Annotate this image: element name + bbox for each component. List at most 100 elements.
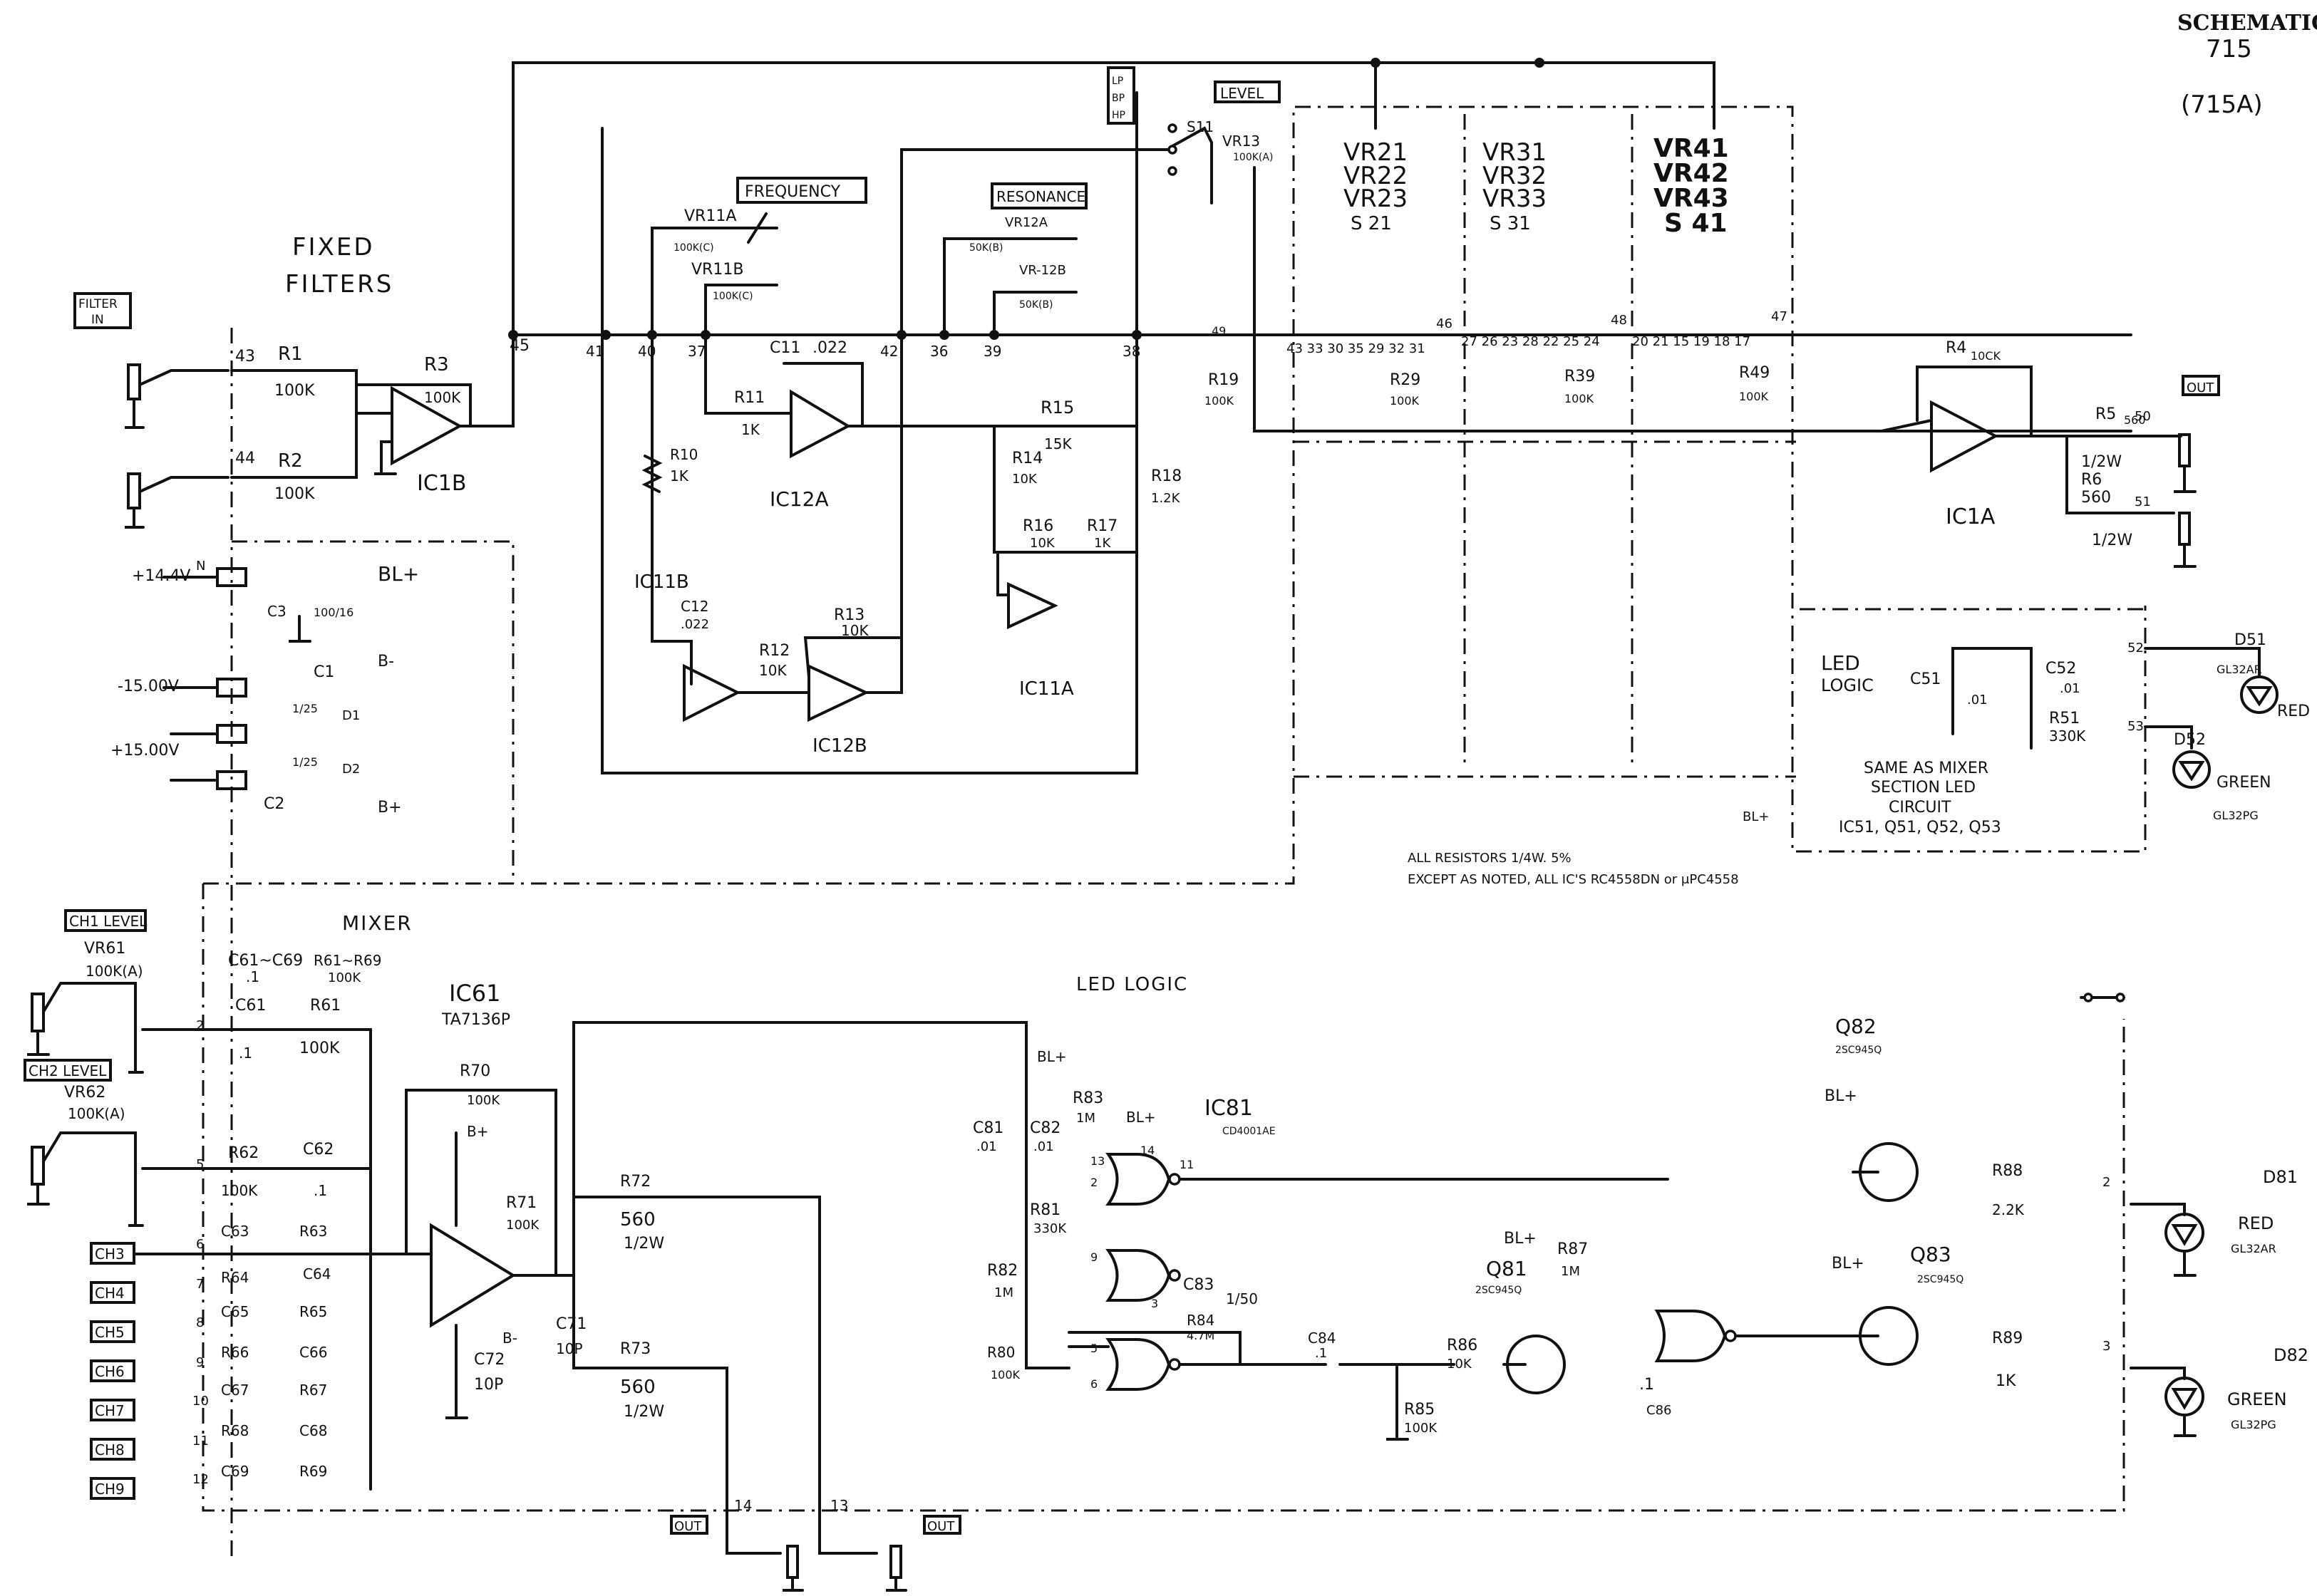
vr41-label: VR41 xyxy=(1653,134,1729,163)
ic1a-label: IC1A xyxy=(1946,504,1996,529)
d51-part: GL32AR xyxy=(2217,663,2262,676)
r1-label: R1 xyxy=(278,343,303,365)
pin-52: 52 xyxy=(2127,641,2144,656)
c52-value: .01 xyxy=(2060,681,2080,696)
r71-label: R71 xyxy=(506,1194,537,1212)
ch2-level-box xyxy=(24,1059,112,1082)
ic81-pin-6: 6 xyxy=(1090,1377,1098,1391)
r17-label: R17 xyxy=(1087,517,1118,535)
vr11b-label: VR11B xyxy=(691,261,743,279)
c72-value: 10P xyxy=(474,1376,503,1394)
c81-value: .01 xyxy=(976,1139,997,1154)
c65-label: C65 xyxy=(221,1303,249,1320)
r6-wattage: 1/2W xyxy=(2092,532,2132,549)
filter-in-box xyxy=(73,292,132,329)
vr12b-label: VR-12B xyxy=(1019,263,1066,278)
led-same-note-4: IC51, Q51, Q52, Q53 xyxy=(1839,819,2001,836)
ch9-box xyxy=(90,1477,135,1500)
supply-p15v: +15.00V xyxy=(110,742,179,760)
c63-label: C63 xyxy=(221,1223,249,1240)
s31-label: S 31 xyxy=(1490,213,1531,234)
r10-label: R10 xyxy=(670,446,698,463)
r12-label: R12 xyxy=(759,642,790,660)
r16-label: R16 xyxy=(1023,517,1053,535)
r67-label: R67 xyxy=(299,1382,327,1399)
r70-label: R70 xyxy=(460,1062,490,1080)
pin-50: 50 xyxy=(2135,409,2151,424)
ch8-label: CH8 xyxy=(95,1441,125,1458)
filter-in-label-2: IN xyxy=(91,313,104,327)
mixer-input-jacks xyxy=(27,982,144,1227)
c86-label: C86 xyxy=(1646,1403,1671,1418)
pin-53: 53 xyxy=(2127,719,2144,734)
ic1a-opamp xyxy=(1930,400,1999,473)
schematic-title: SCHEMATIC xyxy=(2177,11,2317,36)
q81-label: Q81 xyxy=(1486,1257,1527,1280)
pin-8-mixer: 8 xyxy=(196,1315,204,1330)
led-logic-label: LED LOGIC xyxy=(1076,974,1188,995)
vr62-value: 100K(A) xyxy=(68,1105,125,1122)
c3-label: C3 xyxy=(267,603,287,620)
r84-label: R84 xyxy=(1187,1312,1214,1329)
c3-value: 100/16 xyxy=(314,606,354,619)
c11-label: C11 xyxy=(770,339,800,357)
c69-label: C69 xyxy=(221,1463,249,1480)
pin-43: 43 xyxy=(235,348,255,366)
pin-39: 39 xyxy=(984,343,1001,360)
r39-value: 100K xyxy=(1564,392,1594,405)
pin-44: 44 xyxy=(235,450,255,467)
r80-value: 100K xyxy=(991,1368,1021,1382)
r83-value: 1M xyxy=(1076,1111,1095,1126)
out-box-top xyxy=(2182,375,2220,396)
r85-value: 100K xyxy=(1404,1421,1438,1436)
supply-bl: BL+ xyxy=(378,562,419,586)
r10-value: 1K xyxy=(670,467,689,484)
ic61-part: TA7136P xyxy=(441,1011,510,1029)
led-same-note-1: SAME AS MIXER xyxy=(1864,760,1988,777)
ic81-pin-14: 14 xyxy=(1140,1144,1155,1157)
c61-range-value: .1 xyxy=(246,968,259,985)
level-box xyxy=(1214,81,1281,103)
r86-value: 10K xyxy=(1447,1357,1472,1372)
led-logic-right-label-1: LED xyxy=(1821,651,1860,675)
r61-label: R61 xyxy=(310,997,341,1015)
model-number: 715 xyxy=(2206,35,2252,63)
bus-pins-1: 43 33 30 35 29 32 31 xyxy=(1286,341,1425,356)
r83-label: R83 xyxy=(1073,1089,1103,1107)
c12-label: C12 xyxy=(681,598,708,615)
pin-9-mixer: 9 xyxy=(196,1355,204,1370)
switch-right xyxy=(2080,993,2125,1002)
ch8-box xyxy=(90,1438,135,1461)
channel-inputs: CH3 CH4 CH5 CH6 CH7 CH8 CH9 xyxy=(90,1242,372,1500)
q82-label: Q82 xyxy=(1835,1015,1877,1038)
r87-label: R87 xyxy=(1557,1240,1588,1258)
s41-label: S 41 xyxy=(1664,209,1728,238)
level-label: LEVEL xyxy=(1220,85,1264,102)
d82-pin-3: 3 xyxy=(2102,1339,2110,1354)
pin-42: 42 xyxy=(880,343,898,360)
vr61-label: VR61 xyxy=(84,940,125,958)
d81-part: GL32AR xyxy=(2231,1242,2276,1255)
r39-label: R39 xyxy=(1564,368,1595,385)
r2-label: R2 xyxy=(278,450,303,472)
c61-value: .1 xyxy=(239,1045,252,1062)
vr62-label: VR62 xyxy=(64,1084,105,1102)
out-box-left xyxy=(670,1515,708,1535)
lp-bp-hp-box xyxy=(1107,66,1135,125)
pin-45: 45 xyxy=(510,337,530,355)
ic81-label: IC81 xyxy=(1204,1096,1253,1121)
c61-range-label: C61~C69 xyxy=(228,952,303,970)
ic81-gates xyxy=(1025,1099,1669,1391)
r73-wattage: 1/2W xyxy=(624,1403,664,1421)
out-label-top: OUT xyxy=(2187,380,2214,395)
ic81-bl: BL+ xyxy=(1126,1109,1156,1126)
led-logic-right-label-2: LOGIC xyxy=(1821,675,1874,695)
pin-12-mixer: 12 xyxy=(192,1472,209,1487)
ch7-label: CH7 xyxy=(95,1402,125,1419)
d82-color: GREEN xyxy=(2227,1389,2287,1409)
pin-47: 47 xyxy=(1771,309,1787,324)
vr22-label: VR22 xyxy=(1343,162,1408,190)
c81-label: C81 xyxy=(973,1119,1003,1137)
r11-label: R11 xyxy=(734,389,765,407)
s11-label: S11 xyxy=(1187,118,1214,135)
